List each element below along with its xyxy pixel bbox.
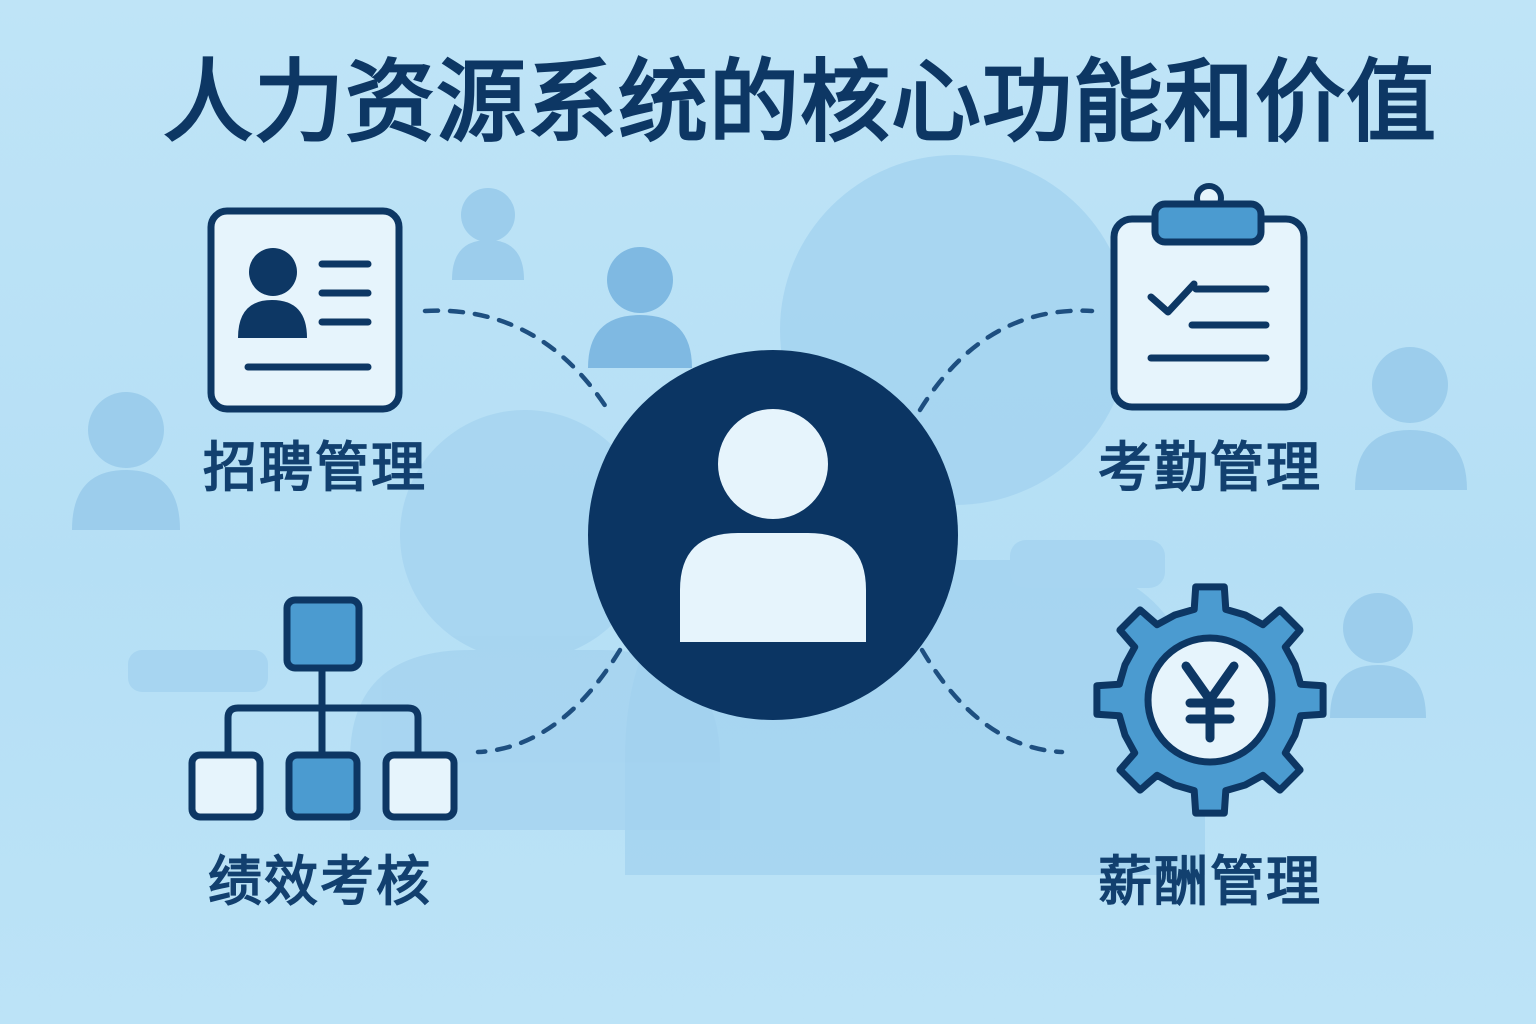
small-person-icon: [1355, 347, 1467, 490]
label-performance-review: 绩效考核: [208, 850, 432, 913]
resume-card-icon: [207, 207, 403, 413]
org-chart-icon: [188, 596, 458, 821]
connector-attendance: [917, 308, 1095, 413]
label-attendance-management: 考勤管理: [1098, 436, 1322, 499]
center-user-icon: [588, 350, 958, 720]
label-salary-management: 薪酬管理: [1098, 850, 1322, 913]
small-person-icon: [452, 188, 524, 280]
small-person-icon: [588, 247, 692, 368]
label-recruit-management: 招聘管理: [203, 436, 427, 499]
connector-recruit: [422, 308, 611, 413]
connector-performance: [475, 647, 623, 755]
page-title: 人力资源系统的核心功能和价值: [163, 50, 1437, 155]
yen-gear-icon: [1093, 583, 1327, 817]
connector-salary: [919, 647, 1065, 755]
background-bar-shape: [128, 650, 268, 692]
small-person-icon: [72, 392, 180, 530]
small-person-icon: [1330, 593, 1426, 718]
background-bar-shape: [1010, 540, 1165, 588]
connectors: [422, 308, 1095, 755]
clipboard-checklist-icon: [1110, 183, 1308, 411]
